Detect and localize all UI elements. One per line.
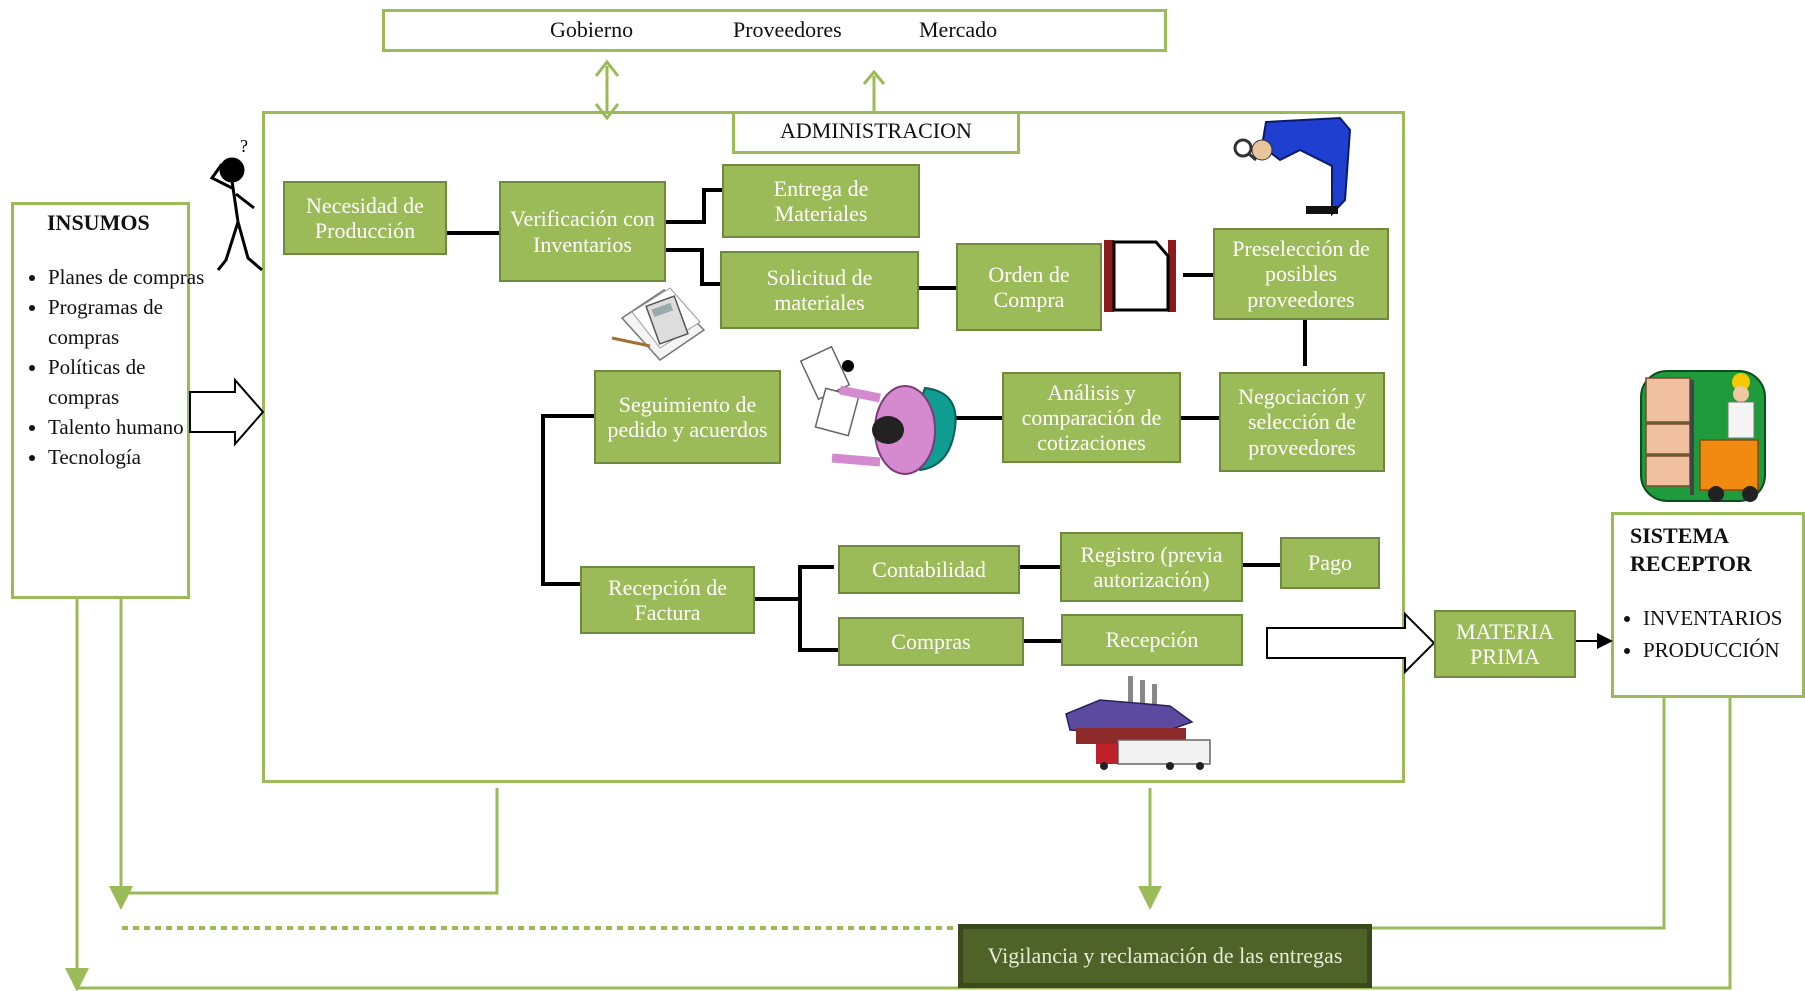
insumos-item: Programas de compras <box>48 292 208 352</box>
administracion-label: ADMINISTRACION <box>780 118 972 143</box>
insumos-item: Talento humano <box>48 412 208 442</box>
sistema-receptor-list: INVENTARIOS PRODUCCIÓN <box>1615 602 1805 666</box>
sistema-item: INVENTARIOS <box>1643 602 1805 634</box>
sistema-receptor-box <box>1611 512 1805 698</box>
svg-text:?: ? <box>240 136 248 156</box>
gobierno-label: Gobierno <box>550 17 634 42</box>
orden-compra-box: Orden de Compra <box>956 243 1102 331</box>
entrega-materiales-box: Entrega de Materiales <box>722 164 920 238</box>
insumos-item: Tecnología <box>48 442 208 472</box>
calculator-papers-icon <box>611 287 706 361</box>
sistema-receptor-title: SISTEMA RECEPTOR <box>1630 523 1752 576</box>
bidirectional-arrow <box>594 59 620 121</box>
forklift-icon <box>1640 370 1766 502</box>
preseleccion-proveedores-box: Preselección de posibles proveedores <box>1213 228 1389 320</box>
proveedores-label: Proveedores <box>733 17 842 42</box>
analisis-cotizaciones-box: Análisis y comparación de cotizaciones <box>1002 372 1181 463</box>
person-at-desk-icon <box>799 345 957 475</box>
mercado-label: Mercado <box>919 17 998 42</box>
thinking-man-icon: ? <box>209 136 263 272</box>
recepcion-box: Recepción <box>1061 614 1243 666</box>
insumos-title: INSUMOS <box>47 210 150 235</box>
output-arrow <box>1266 611 1436 675</box>
seguimiento-pedido-box: Seguimiento de pedido y acuerdos <box>594 370 781 464</box>
sistema-item: PRODUCCIÓN <box>1643 634 1805 666</box>
registro-autorizacion-box: Registro (previa autorización) <box>1060 532 1243 602</box>
inspector-icon <box>1233 116 1352 217</box>
solicitud-materiales-box: Solicitud de materiales <box>720 251 919 329</box>
feedback-lines <box>65 599 1732 991</box>
admin-box <box>732 111 1020 154</box>
necesidad-produccion-box: Necesidad de Producción <box>283 181 447 255</box>
factory-truck-icon <box>1065 676 1211 770</box>
insumos-item: Planes de compras <box>48 262 208 292</box>
document-icon <box>1104 240 1176 312</box>
insumos-box <box>11 202 190 599</box>
insumos-item: Políticas de compras <box>48 352 208 412</box>
up-arrow <box>862 69 886 111</box>
pago-box: Pago <box>1280 537 1380 589</box>
verificacion-inventarios-box: Verificación con Inventarios <box>499 181 666 282</box>
external-bar <box>382 9 1167 52</box>
negociacion-proveedores-box: Negociación y selección de proveedores <box>1219 372 1385 472</box>
recepcion-factura-box: Recepción de Factura <box>580 566 755 634</box>
compras-box: Compras <box>838 617 1024 666</box>
materia-prima-box: MATERIA PRIMA <box>1434 610 1576 678</box>
insumos-input-arrow <box>189 377 265 447</box>
process-connectors <box>447 188 1307 652</box>
contabilidad-box: Contabilidad <box>838 545 1020 594</box>
insumos-list: Planes de compras Programas de compras P… <box>20 262 208 472</box>
vigilancia-entregas-box: Vigilancia y reclamación de las entregas <box>958 924 1372 988</box>
